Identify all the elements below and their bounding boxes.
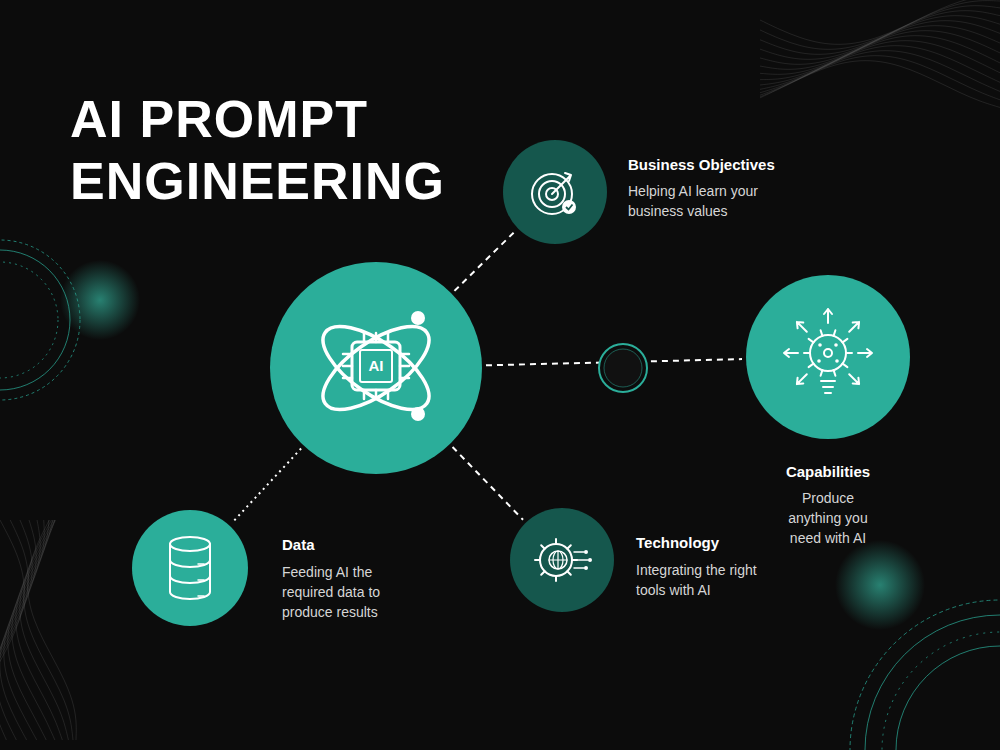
- node-heading: Technology: [636, 533, 719, 553]
- dashed-connector: [454, 231, 515, 291]
- title: AI PROMPT ENGINEERING: [70, 88, 490, 212]
- circle-shape: [510, 508, 614, 612]
- node-heading: Data: [282, 535, 315, 555]
- topic-circle: DataFeeding AI the required data to prod…: [132, 510, 248, 626]
- dashed-connector: [453, 447, 523, 520]
- topic-circle: TechnologyIntegrating the right tools wi…: [510, 508, 614, 612]
- hub-circle: AI: [270, 262, 482, 474]
- node-description: Helping AI learn your business values: [628, 181, 788, 221]
- chip-label: AI: [270, 357, 482, 375]
- node-description: Produce anything you need with AI: [776, 488, 880, 548]
- circle-shape: [503, 140, 607, 244]
- circle-shape: [132, 510, 248, 626]
- node-description: Feeding AI the required data to produce …: [282, 562, 404, 622]
- topic-circle: CapabilitiesProduce anything you need wi…: [746, 275, 910, 439]
- circle-shape: [746, 275, 910, 439]
- node-heading: Business Objectives: [628, 155, 775, 175]
- topic-circle: Business ObjectivesHelping AI learn your…: [503, 140, 607, 244]
- node-description: Integrating the right tools with AI: [636, 560, 762, 600]
- dashed-connector: [232, 449, 301, 523]
- node-heading: Capabilities: [758, 462, 898, 482]
